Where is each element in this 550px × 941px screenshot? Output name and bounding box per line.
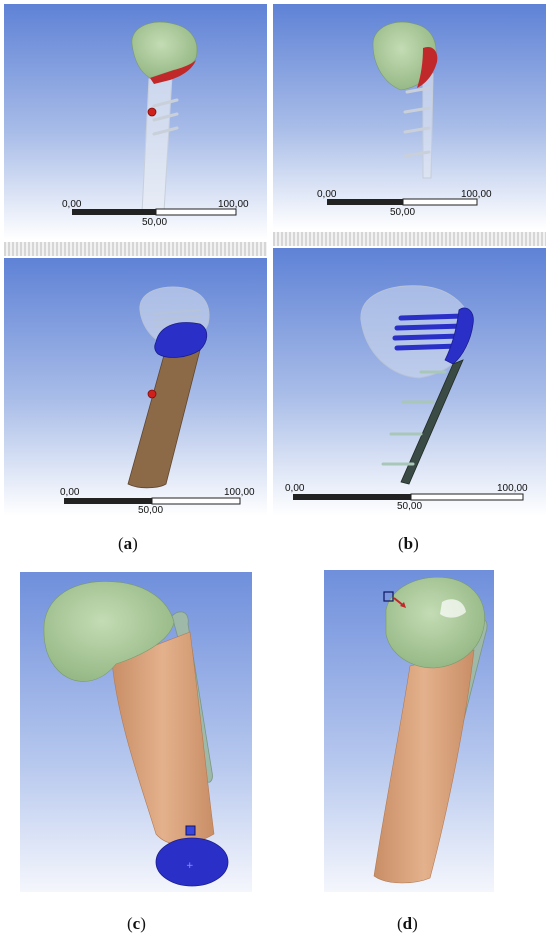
plate-and-screws-view — [273, 248, 546, 516]
head-with-screws-view — [273, 4, 546, 230]
highlight — [440, 599, 466, 618]
humerus-anterior-view: + — [20, 572, 252, 892]
scale-bar — [327, 198, 478, 206]
panel-a-top: 0,00 100,00 50,00 — [4, 4, 267, 240]
scale-right-label: 100,00 — [218, 199, 249, 210]
humerus-shaft — [373, 649, 475, 884]
plate-head — [444, 307, 474, 365]
panel-a-bottom: 0,00 100,00 50,00 — [4, 258, 267, 516]
scale-mid-label: 50,00 — [138, 505, 164, 516]
window-splitter[interactable] — [273, 232, 546, 246]
osteotomy-cut — [417, 46, 438, 88]
panel-c: + — [20, 572, 252, 892]
humeral-head — [43, 581, 175, 682]
screws — [152, 98, 179, 136]
marker-point — [147, 107, 157, 117]
osteotomy-cut — [150, 60, 196, 84]
scale-bar — [64, 497, 241, 505]
panel-b-top: 0,00 100,00 50,00 — [273, 4, 546, 230]
distal-screws — [381, 370, 447, 466]
caption-b: (b) — [398, 534, 419, 553]
scale-left-label: 0,00 — [317, 189, 337, 200]
origin-marker: + — [186, 861, 194, 871]
humeral-head — [385, 577, 485, 669]
scale-bar — [293, 493, 524, 501]
scale-left-label: 0,00 — [285, 483, 305, 494]
humeral-head — [131, 21, 198, 79]
screws — [403, 86, 431, 158]
scale-mid-label: 50,00 — [397, 501, 423, 512]
head-screws — [392, 313, 466, 351]
scale-right-label: 100,00 — [497, 483, 528, 494]
marker-point — [147, 389, 157, 399]
bone-with-implant-view — [4, 258, 267, 516]
caption-d: (d) — [397, 914, 418, 933]
panel-d — [324, 570, 494, 892]
window-splitter[interactable] — [4, 242, 267, 256]
panel-b-bottom: 0,00 100,00 50,00 — [273, 248, 546, 516]
scale-mid-label: 50,00 — [142, 217, 168, 228]
force-arrow-head — [400, 602, 406, 608]
distal-fixation-surface — [155, 837, 229, 887]
scale-left-label: 0,00 — [62, 199, 82, 210]
humerus-head-cut-view — [4, 4, 267, 240]
caption-c: (c) — [127, 914, 146, 933]
plate-shaft — [400, 359, 464, 485]
scale-right-label: 100,00 — [461, 189, 492, 200]
scale-mid-label: 50,00 — [390, 207, 416, 218]
selection-handle[interactable] — [383, 591, 394, 602]
humerus-lateral-view — [324, 570, 494, 892]
humerus-shaft — [127, 341, 203, 489]
scale-bar — [72, 208, 237, 216]
scale-left-label: 0,00 — [60, 487, 80, 498]
scale-right-label: 100,00 — [224, 487, 255, 498]
contact-surface — [154, 322, 208, 358]
caption-a: (a) — [118, 534, 138, 553]
selection-handle[interactable] — [185, 825, 196, 836]
